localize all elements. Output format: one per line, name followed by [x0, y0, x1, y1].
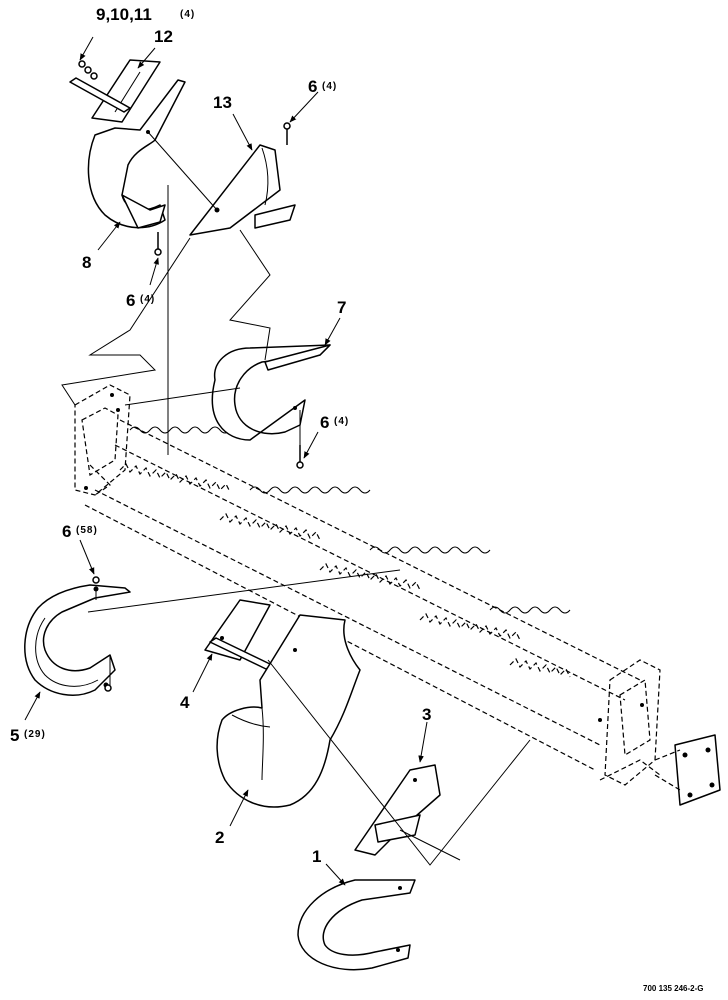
- part-1-guard-shield: [297, 879, 416, 971]
- knife-guards-row: [119, 462, 571, 678]
- sickle-sections-row: [129, 426, 571, 614]
- callout-6-mid-qty: (4): [334, 416, 349, 427]
- callout-5-qty: (29): [24, 729, 46, 740]
- figure-code: 700 135 246-2-G: [643, 984, 704, 993]
- bolt-icon: [296, 445, 304, 469]
- bolt-icon: [283, 122, 291, 145]
- part-13-shield: [189, 144, 296, 236]
- bolt-icons: [92, 122, 304, 692]
- part-5-knife-guard: [24, 584, 131, 696]
- left-end-bracket: [74, 384, 131, 496]
- part-3-bracket: [354, 764, 441, 856]
- assembly-reference-lines: [61, 131, 531, 866]
- part-12-plate-assembly: [69, 59, 161, 123]
- callout-1: 1: [312, 847, 321, 866]
- callout-5: 5: [10, 726, 19, 745]
- callout-6-left-qty: (4): [140, 294, 155, 305]
- callout-6-top-qty: (4): [322, 81, 337, 92]
- callout-9-10-11: 9,10,11: [96, 5, 152, 24]
- callout-3: 3: [422, 705, 431, 724]
- callout-2: 2: [215, 828, 224, 847]
- callout-6-mid: 6: [320, 413, 329, 432]
- callout-labels: 9,10,11 (4) 12 13 6 (4) 8 6 (4) 7 6 (4) …: [10, 5, 704, 993]
- part-2-large-shield: [216, 614, 361, 808]
- bolt-icon: [104, 684, 112, 692]
- callout-8: 8: [82, 253, 91, 272]
- callout-6-bottom-qty: (58): [76, 525, 98, 536]
- part-4-bracket: [204, 599, 273, 670]
- part-7-guard-shield: [211, 344, 331, 441]
- callout-6-top: 6: [308, 77, 317, 96]
- callout-12: 12: [154, 27, 173, 46]
- leader-arrows: [24, 36, 428, 886]
- callout-6-left: 6: [126, 291, 135, 310]
- right-end-bracket: [598, 659, 721, 806]
- bolt-icon: [92, 576, 100, 584]
- callout-13: 13: [213, 93, 232, 112]
- cutter-bar-assembly: [74, 384, 721, 806]
- part-8-guard-shield: [87, 79, 186, 229]
- callout-7: 7: [337, 298, 346, 317]
- callout-9-10-11-qty: (4): [180, 9, 195, 20]
- bolt-icon: [154, 232, 162, 256]
- callout-4: 4: [180, 693, 190, 712]
- callout-6-bottom: 6: [62, 522, 71, 541]
